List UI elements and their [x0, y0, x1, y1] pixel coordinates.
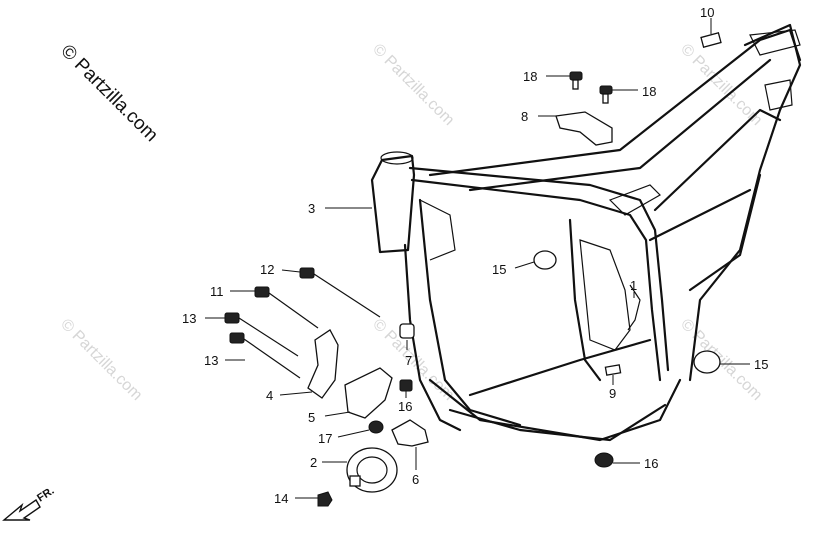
callout-labels: 10 18 18 8 3 15 12 11 1 13 13 7 15 9 4 1… [182, 5, 768, 506]
part-15-plug-a [533, 250, 557, 270]
part-16-nut-b [594, 452, 614, 468]
callout-13-lower: 13 [204, 353, 218, 368]
down-tube-front [403, 243, 462, 432]
callout-12: 12 [260, 262, 274, 277]
part-11-bolt [254, 286, 319, 329]
front-label: FR. [35, 485, 56, 505]
parts [224, 32, 722, 507]
callout-10: 10 [700, 5, 714, 20]
part-16-nut-a [399, 379, 413, 392]
watermark-main: © Partzilla.com [56, 41, 161, 146]
callout-7: 7 [405, 353, 412, 368]
top-tube-2 [468, 58, 772, 192]
callout-15-lower: 15 [754, 357, 768, 372]
callout-18-left: 18 [523, 69, 537, 84]
part-15-plug-b [693, 350, 721, 374]
watermark-faint-3: © Partzilla.com [57, 316, 145, 404]
lower-cradle [428, 378, 682, 442]
watermark-faint-5: © Partzilla.com [677, 316, 765, 404]
callout-1: 1 [630, 278, 637, 293]
seat-rail-detail [749, 29, 801, 56]
lower-cradle-2 [448, 403, 667, 442]
part-12-bolt [299, 267, 381, 318]
part-14-grommet [317, 491, 333, 507]
part-8-bracket [555, 111, 613, 146]
callout-5: 5 [308, 410, 315, 425]
head-top-ring [380, 151, 414, 165]
part-9-label [604, 364, 622, 376]
watermark-faint-1: © Partzilla.com [369, 41, 457, 129]
callout-18-right: 18 [642, 84, 656, 99]
callout-15-upper: 15 [492, 262, 506, 277]
part-13-bolt-b [229, 332, 301, 379]
part-1-wire [627, 284, 641, 331]
upper-rail-right [410, 178, 662, 382]
pivot-detail [579, 239, 631, 351]
callout-17: 17 [318, 431, 332, 446]
pivot-section [568, 218, 602, 382]
callout-11: 11 [210, 284, 224, 299]
rear-tab [764, 79, 793, 111]
leader-lines [205, 18, 750, 499]
callout-13-upper: 13 [182, 311, 196, 326]
rear-subframe-2 [653, 108, 782, 212]
rear-strut [688, 173, 762, 292]
upper-rail-left [408, 166, 670, 372]
callout-3: 3 [308, 201, 315, 216]
part-10-label [700, 32, 722, 48]
watermark-faint-2: © Partzilla.com [677, 41, 765, 129]
callout-6: 6 [412, 472, 419, 487]
gusset-2 [608, 184, 661, 216]
callout-2: 2 [310, 455, 317, 470]
steering-head [370, 154, 416, 254]
part-18-bolt-b [599, 85, 613, 104]
part-7-spacer [399, 323, 415, 339]
callout-8: 8 [521, 109, 528, 124]
rear-subframe [688, 23, 802, 382]
callout-14: 14 [274, 491, 288, 506]
callout-9: 9 [609, 386, 616, 401]
down-tube-rear [418, 198, 522, 427]
front-direction-indicator: FR. [2, 485, 57, 521]
part-17-nut [368, 420, 384, 434]
front-arrow-icon [2, 498, 41, 521]
rear-cross [648, 188, 752, 242]
part-18-bolt-a [569, 71, 583, 90]
part-5-plate [344, 367, 393, 419]
part-4-bracket [307, 329, 339, 399]
part-13-bolt-a [224, 312, 299, 357]
part-6-bracket [391, 419, 429, 447]
callout-16-upper: 16 [398, 399, 412, 414]
gusset-1 [419, 199, 456, 261]
callout-16-lower: 16 [644, 456, 658, 471]
callout-4: 4 [266, 388, 273, 403]
part-2-horn [346, 447, 398, 493]
frame-drawing [370, 23, 802, 442]
cradle-cross [468, 338, 652, 397]
